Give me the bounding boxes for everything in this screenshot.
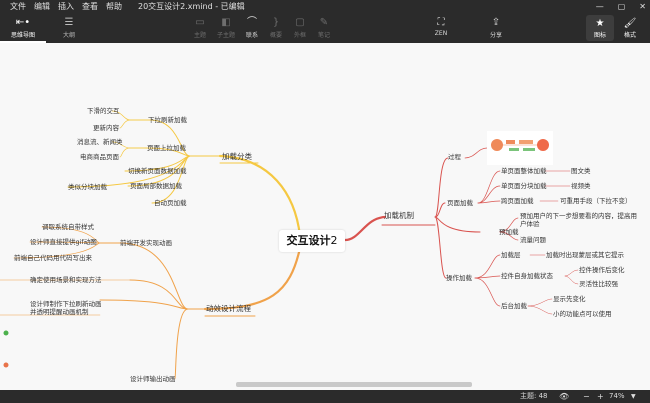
- eye-icon[interactable]: 👁: [559, 392, 570, 401]
- process-image[interactable]: [487, 131, 553, 165]
- subtopic-icon: ◧: [221, 17, 231, 28]
- chevron-down-icon[interactable]: ▼: [631, 393, 636, 400]
- mindmap-icon: ⇤•: [15, 17, 31, 28]
- topic-control-state[interactable]: 控件自身加载状态: [501, 272, 553, 280]
- toolbar: ⇤• 思维导图 ☰ 大纲 ▭ 主题 ◧ 子主题 ⌒ 联系 } 概要 ▢ 外框: [0, 13, 650, 43]
- menu-help[interactable]: 帮助: [106, 2, 122, 11]
- boundary-button[interactable]: ▢ 外框: [288, 16, 312, 39]
- title-bar: 文件 编辑 插入 查看 帮助 20交互设计2.xmind - 已编辑 — ▢ ✕: [0, 0, 650, 13]
- topic-video[interactable]: 视频类: [571, 182, 591, 190]
- topic-update-content[interactable]: 更新内容: [93, 124, 119, 132]
- zoom-in-button[interactable]: +: [597, 392, 604, 401]
- process-diagram-icon: [491, 139, 549, 151]
- share-button[interactable]: ⇪ 分享: [484, 16, 508, 39]
- topic-background-load[interactable]: 后台加载: [501, 302, 527, 310]
- topic-loading-category[interactable]: 加载分类: [222, 152, 252, 161]
- topic-animation-flow[interactable]: 动效设计流程: [206, 304, 251, 313]
- brush-icon: 🖌: [623, 18, 637, 29]
- topic-chunk-load[interactable]: 类似分块加载: [68, 183, 107, 191]
- topic-button[interactable]: ▭ 主题: [188, 16, 212, 39]
- topic-code-animation[interactable]: 前端自己代码用代码写出来: [14, 254, 92, 262]
- zoom-level[interactable]: 74%: [609, 392, 625, 400]
- document-title: 20交互设计2.xmind - 已编辑: [138, 2, 245, 11]
- topic-reuse[interactable]: 可重用手段（下拉不变）: [560, 197, 632, 205]
- topic-single-chunk[interactable]: 单页面分块加载: [501, 182, 547, 190]
- close-button[interactable]: ✕: [639, 2, 646, 11]
- mindmap-canvas[interactable]: 交互设计2 加载分类 下拉刷新加载 下滑的交互 更新内容 页面上拉加载 消息流、…: [0, 43, 650, 393]
- menu-edit[interactable]: 编辑: [34, 2, 50, 11]
- topic-graphic[interactable]: 图文类: [571, 167, 591, 175]
- menu-view[interactable]: 查看: [82, 2, 98, 11]
- topic-single-whole[interactable]: 单页面整体加载: [501, 167, 547, 175]
- topic-preload-next[interactable]: 预加用户的下一步想要看的内容，提高用户体验: [520, 212, 637, 228]
- topic-partial-load[interactable]: 页面局部数据加载: [130, 182, 182, 190]
- topic-design-make[interactable]: 设计师制作下拉刷新动画并透明提醒动画机制: [30, 300, 102, 316]
- status-bar: 主题: 48 👁 − + 74% ▼: [0, 390, 650, 403]
- topic-process[interactable]: 过程: [448, 153, 461, 161]
- central-topic[interactable]: 交互设计2: [279, 230, 345, 252]
- tab-mindmap[interactable]: ⇤• 思维导图: [0, 13, 46, 43]
- topic-page-load-right[interactable]: 页面加载: [447, 199, 473, 207]
- topic-gif[interactable]: 设计师直接提供gif动图: [30, 238, 97, 246]
- notes-button[interactable]: ✎ 笔记: [312, 16, 336, 39]
- topic-switch-page[interactable]: 切换新页面数据加载: [128, 167, 187, 175]
- menu-file[interactable]: 文件: [10, 2, 26, 11]
- topic-show-first[interactable]: 显示先变化: [553, 295, 586, 303]
- topic-ecommerce[interactable]: 电商商品页面: [80, 153, 119, 161]
- topic-preload[interactable]: 预加载: [499, 228, 519, 236]
- topic-loading-mechanism[interactable]: 加载机制: [384, 211, 414, 220]
- topic-system-style[interactable]: 调取系统自带样式: [42, 223, 94, 231]
- summary-icon: }: [272, 17, 280, 28]
- topic-scene[interactable]: 确定使用场景和实现方法: [30, 276, 102, 284]
- summary-button[interactable]: } 概要: [264, 16, 288, 39]
- zen-button[interactable]: ⛶ ZEN: [429, 16, 453, 37]
- zen-icon: ⛶: [437, 17, 445, 28]
- topic-cross-page[interactable]: 跨页面加载: [501, 197, 534, 205]
- topic-load-layer[interactable]: 加载层: [501, 251, 521, 259]
- topic-auto-page[interactable]: 自动页加载: [154, 199, 187, 207]
- maximize-button[interactable]: ▢: [617, 2, 626, 11]
- topic-pull-interaction[interactable]: 下滑的交互: [87, 107, 120, 115]
- share-icon: ⇪: [491, 17, 501, 28]
- topic-count: 主题: 48: [520, 392, 548, 400]
- menu-insert[interactable]: 插入: [58, 2, 74, 11]
- relation-icon: ⌒: [247, 17, 257, 28]
- topic-page-load[interactable]: 页面上拉加载: [147, 144, 186, 152]
- topic-pull-refresh[interactable]: 下拉刷新加载: [148, 116, 187, 124]
- topic-frontend-impl[interactable]: 前端开发实现动画: [120, 239, 172, 247]
- menu-bar: 文件 编辑 插入 查看 帮助: [0, 0, 128, 13]
- topic-control-change[interactable]: 控件操作后变化: [579, 266, 625, 274]
- zoom-out-button[interactable]: −: [583, 392, 590, 401]
- boundary-icon: ▢: [295, 17, 305, 28]
- view-tabs: ⇤• 思维导图 ☰ 大纲: [0, 13, 92, 43]
- notes-icon: ✎: [319, 17, 329, 28]
- outline-icon: ☰: [64, 17, 74, 28]
- relation-button[interactable]: ⌒ 联系: [240, 16, 264, 39]
- topic-small-feature[interactable]: 小的功能点可以使用: [553, 310, 612, 318]
- subtopic-button[interactable]: ◧ 子主题: [214, 16, 238, 39]
- format-panel-button[interactable]: 🖌 格式: [616, 15, 644, 41]
- horizontal-scrollbar[interactable]: [236, 382, 472, 387]
- topic-operation-load[interactable]: 操作加载: [446, 274, 472, 282]
- minimize-button[interactable]: —: [595, 2, 604, 11]
- icon-panel-button[interactable]: ★ 图标: [586, 15, 614, 41]
- topic-flexible[interactable]: 灵活性比较强: [579, 280, 618, 288]
- connector-lines: [0, 110, 579, 380]
- tab-outline[interactable]: ☰ 大纲: [46, 13, 92, 43]
- topic-traffic[interactable]: 流量问题: [520, 236, 546, 244]
- topic-icon: ▭: [195, 17, 205, 28]
- topic-feed[interactable]: 消息流、新闻类: [77, 138, 123, 146]
- topic-design-output[interactable]: 设计师输出动画: [130, 375, 176, 383]
- star-icon: ★: [595, 18, 605, 29]
- topic-mask-hint[interactable]: 加载时出现蒙层或其它提示: [546, 251, 624, 259]
